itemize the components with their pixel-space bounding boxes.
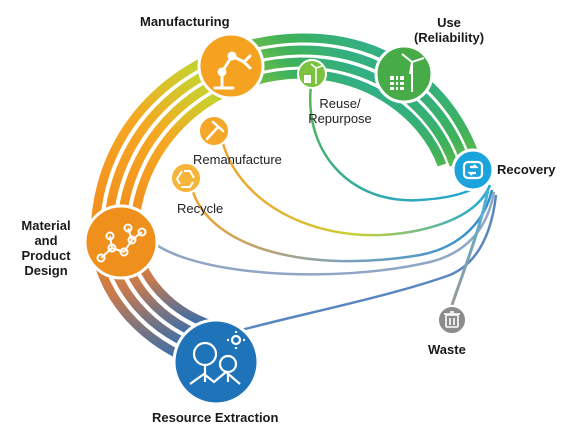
recovery-node	[451, 148, 495, 192]
reuse-node	[297, 59, 327, 89]
remanufacture-node	[198, 115, 230, 147]
hammer-icon	[205, 120, 225, 141]
use-label-line1: Use	[437, 15, 461, 30]
reuse-label: Reuse/ Repurpose	[297, 96, 383, 126]
recovery-label: Recovery	[497, 162, 556, 177]
material-label-line3: Product	[21, 248, 71, 263]
trash-can-icon	[444, 311, 460, 328]
robot-arm-icon	[213, 51, 252, 90]
waste-label: Waste	[428, 342, 466, 357]
remanufacture-loop-path	[220, 139, 492, 237]
material-label-line1: Material	[21, 218, 71, 233]
manufacturing-node	[197, 32, 265, 100]
recycle-node	[170, 162, 202, 194]
recycle-label: Recycle	[177, 201, 224, 216]
resource-extraction-node	[172, 318, 260, 406]
waste-line-path	[450, 189, 490, 306]
material-node	[83, 204, 159, 280]
recycle-loop-path	[188, 179, 494, 263]
resource-extraction-label: Resource Extraction	[152, 410, 279, 425]
manufacturing-label: Manufacturing	[140, 14, 230, 29]
trees-gear-icon	[189, 331, 245, 385]
waste-node	[437, 305, 467, 335]
material-label-line4: Design	[24, 263, 68, 278]
recycle-icon	[175, 170, 195, 188]
reuse-turbine-icon	[304, 63, 323, 84]
use-label-line2: (Reliability)	[413, 30, 485, 45]
main-cycle-arc	[90, 33, 483, 239]
use-label: Use (Reliability)	[404, 15, 494, 45]
remanufacture-label: Remanufacture	[193, 152, 282, 167]
molecule-icon	[96, 223, 147, 263]
recovery-cycle-icon	[462, 160, 484, 180]
use-node	[374, 44, 434, 104]
wind-turbine-solar-icon	[390, 53, 425, 92]
material-label: Material and Product Design	[16, 218, 76, 278]
extraction-loop-path	[204, 194, 498, 342]
reuse-label-line2: Repurpose	[308, 111, 372, 126]
material-label-line2: and	[34, 233, 58, 248]
material-loop-path	[149, 191, 496, 276]
reuse-label-line1: Reuse/	[319, 96, 361, 111]
